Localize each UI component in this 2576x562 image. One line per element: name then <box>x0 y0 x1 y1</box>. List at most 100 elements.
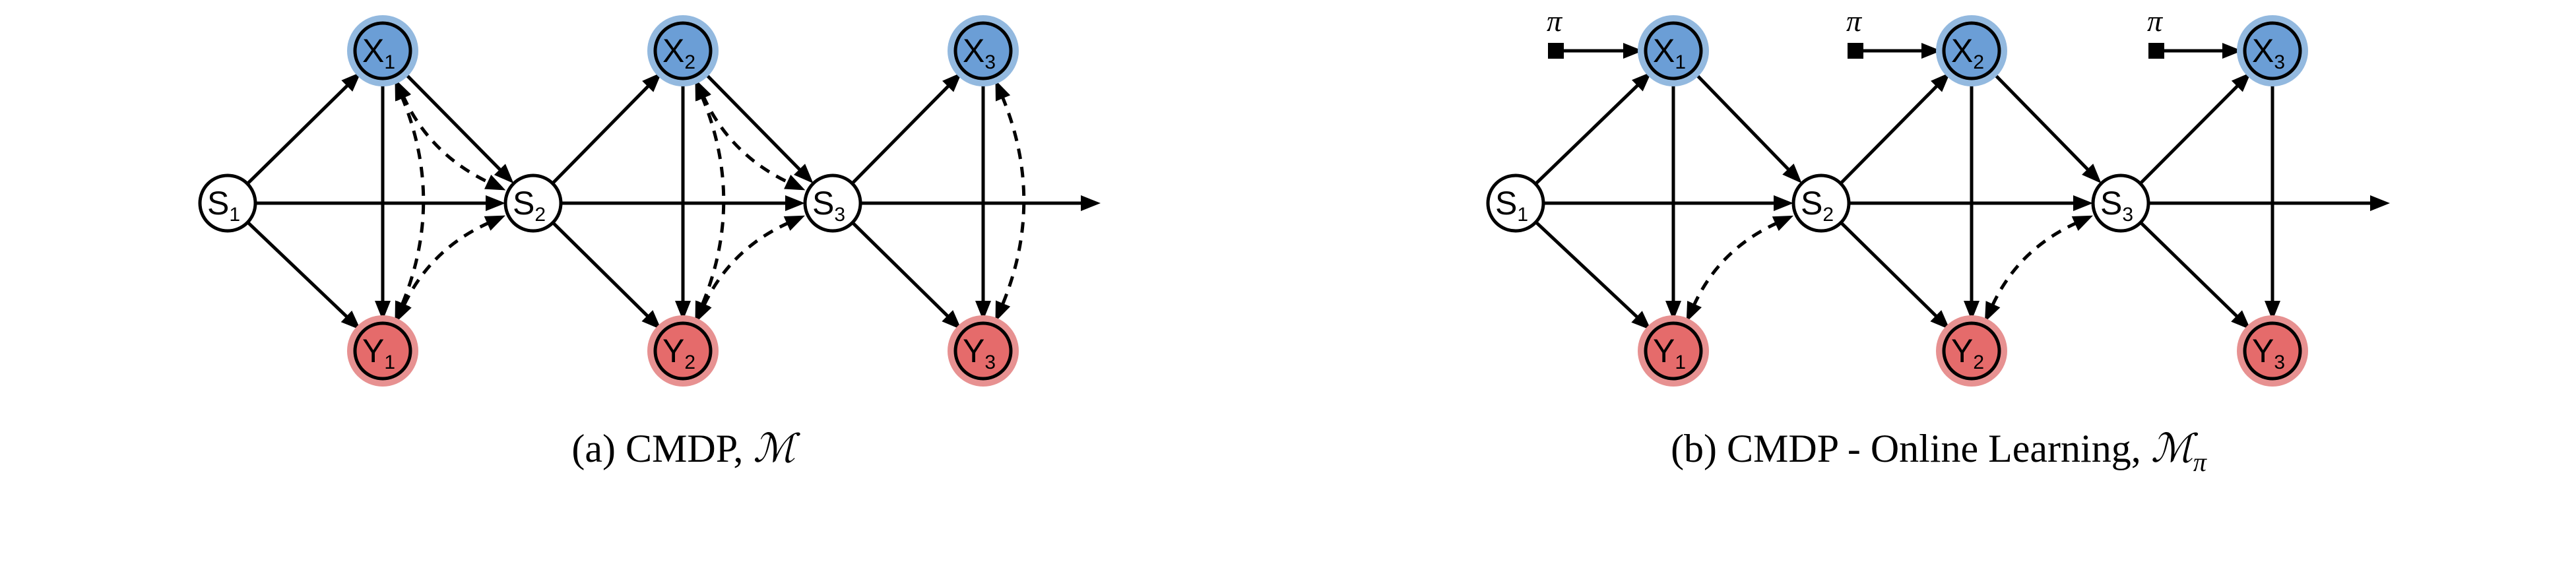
node-label: S3 <box>2100 185 2133 226</box>
y-node-circle <box>653 321 713 381</box>
node-label: X1 <box>362 32 395 73</box>
arrowhead-a-X2-S3 <box>793 164 814 184</box>
node-a-X1: X1 <box>347 15 418 86</box>
arrowhead-a-S1-X1 <box>341 72 362 92</box>
policy-label-2: π <box>1846 4 1863 38</box>
arrowhead-b-S2-Y2 <box>1930 310 1950 330</box>
arrowhead-a-X3-Y3 <box>975 301 991 321</box>
arrowhead-b-pi1-X1 <box>1623 43 1643 59</box>
policy-square-2 <box>1848 43 1863 59</box>
edge-a-S3-X3 <box>851 83 951 185</box>
node-b-X3: X3 <box>2237 15 2308 86</box>
node-label: X1 <box>1653 32 1686 73</box>
state-node-circle <box>1791 173 1851 233</box>
node-a-S1: S1 <box>198 173 257 233</box>
arrowhead-b-X1-Y1 <box>1665 301 1681 321</box>
arrowhead-b-S3-X3 <box>2231 72 2251 92</box>
policy-label-1: π <box>1547 4 1563 38</box>
y-node-circle <box>953 321 1013 381</box>
dashed-edge-b-S3-Y2 <box>1990 221 2078 307</box>
edge-a-X2-S3 <box>703 71 803 173</box>
arrowhead-b-S1-X1 <box>1632 71 1652 92</box>
edge-a-S2-Y2 <box>552 221 651 319</box>
x-node-circle <box>1644 21 1703 80</box>
node-a-X3: X3 <box>948 15 1019 86</box>
node-label: S2 <box>1801 185 1834 226</box>
node-label: X3 <box>963 32 996 73</box>
dashed-arrowhead-a-X3 <box>995 80 1011 102</box>
node-label: S1 <box>1495 185 1528 226</box>
dashed-edge-b-S2-Y1 <box>1692 221 1779 307</box>
edge-b-S3-X3 <box>2139 83 2240 185</box>
arrowhead-a-S1-Y1 <box>340 310 361 330</box>
node-a-S3: S3 <box>803 173 862 233</box>
arrowhead-b-S3-out <box>2370 195 2390 211</box>
node-label: Y2 <box>662 332 695 373</box>
node-b-X2: X2 <box>1936 15 2007 86</box>
captions-layer: (a) CMDP, ℳ (b) CMDP - Online Learning, … <box>571 427 2206 477</box>
node-label: X3 <box>2252 32 2285 73</box>
node-b-Y1: Y1 <box>1638 315 1709 387</box>
arrowhead-b-S2-X2 <box>1931 72 1950 92</box>
node-label: X2 <box>662 32 695 73</box>
edge-a-X1-S2 <box>403 71 503 173</box>
node-label: S3 <box>812 185 845 226</box>
dashed-edge-a-X3-Y3 <box>1000 95 1026 307</box>
node-b-Y2: Y2 <box>1936 315 2007 387</box>
arrowhead-a-S3-X3 <box>942 72 962 92</box>
edge-b-S2-X2 <box>1839 83 1940 185</box>
state-node-circle <box>803 173 862 233</box>
edge-a-S1-Y1 <box>246 221 350 320</box>
y-node-circle <box>1942 321 2001 381</box>
arrowhead-b-S2-S3 <box>2073 195 2093 211</box>
dashed-arrowhead-a-S3 <box>783 215 805 231</box>
arrowhead-b-X1-S2 <box>1782 163 1802 183</box>
state-node-circle <box>198 173 257 233</box>
node-label: Y3 <box>2252 332 2285 373</box>
dashed-edge-a-X1-S2 <box>401 94 491 185</box>
policy-square-1 <box>1548 43 1564 59</box>
arrowhead-a-X2-Y2 <box>675 301 691 321</box>
policy-square-3 <box>2148 43 2164 59</box>
panel-a-edges <box>246 71 1101 330</box>
node-b-Y3: Y3 <box>2237 315 2308 387</box>
arrowhead-a-X1-S2 <box>494 164 514 184</box>
arrowhead-a-S3-out <box>1081 195 1101 211</box>
caption-b-math-sub: π <box>2193 447 2207 477</box>
edge-b-S2-Y2 <box>1840 221 1939 319</box>
arrowhead-b-X2-Y2 <box>1964 301 1980 321</box>
dashed-arrowhead-b-Y2-1 <box>1984 301 2001 323</box>
dashed-arrowhead-b-Y1-0 <box>1686 300 1702 323</box>
dashed-arrowhead-a-Y1-2 <box>396 301 412 323</box>
node-label: S2 <box>513 185 546 226</box>
edge-a-S2-X2 <box>551 83 651 185</box>
dashed-edge-a-S3-Y2 <box>701 220 790 307</box>
arrowhead-a-S1-S2 <box>486 195 505 211</box>
caption-a-text: (a) CMDP, <box>571 427 753 470</box>
x-node-circle <box>953 21 1013 80</box>
caption-b-math: ℳ <box>2151 427 2199 470</box>
arrowhead-a-X1-Y1 <box>375 301 391 321</box>
dashed-arrowhead-a-S3-3 <box>784 174 806 191</box>
arrowhead-b-S1-Y1 <box>1631 311 1652 330</box>
x-node-circle <box>353 21 412 80</box>
edge-b-X2-S3 <box>1991 71 2091 173</box>
arrowhead-b-pi2-X2 <box>1921 43 1941 59</box>
dashed-arrowhead-b-S2 <box>1772 215 1794 232</box>
state-node-circle <box>2091 173 2150 233</box>
node-a-Y3: Y3 <box>948 315 1019 387</box>
caption-a-math: ℳ <box>753 427 800 470</box>
arrowhead-a-S2-Y2 <box>641 310 662 330</box>
dashed-arrowhead-a-S2 <box>484 215 505 231</box>
edge-b-X1-S2 <box>1693 71 1791 172</box>
node-a-Y1: Y1 <box>347 315 418 387</box>
edge-b-S1-Y1 <box>1534 220 1640 320</box>
y-node-circle <box>353 321 412 381</box>
caption-b-text: (b) CMDP - Online Learning, <box>1671 427 2151 470</box>
edges-layer <box>246 43 2390 330</box>
node-label: Y1 <box>1653 332 1686 373</box>
node-b-S2: S2 <box>1791 173 1851 233</box>
edge-b-S3-Y3 <box>2139 221 2240 319</box>
